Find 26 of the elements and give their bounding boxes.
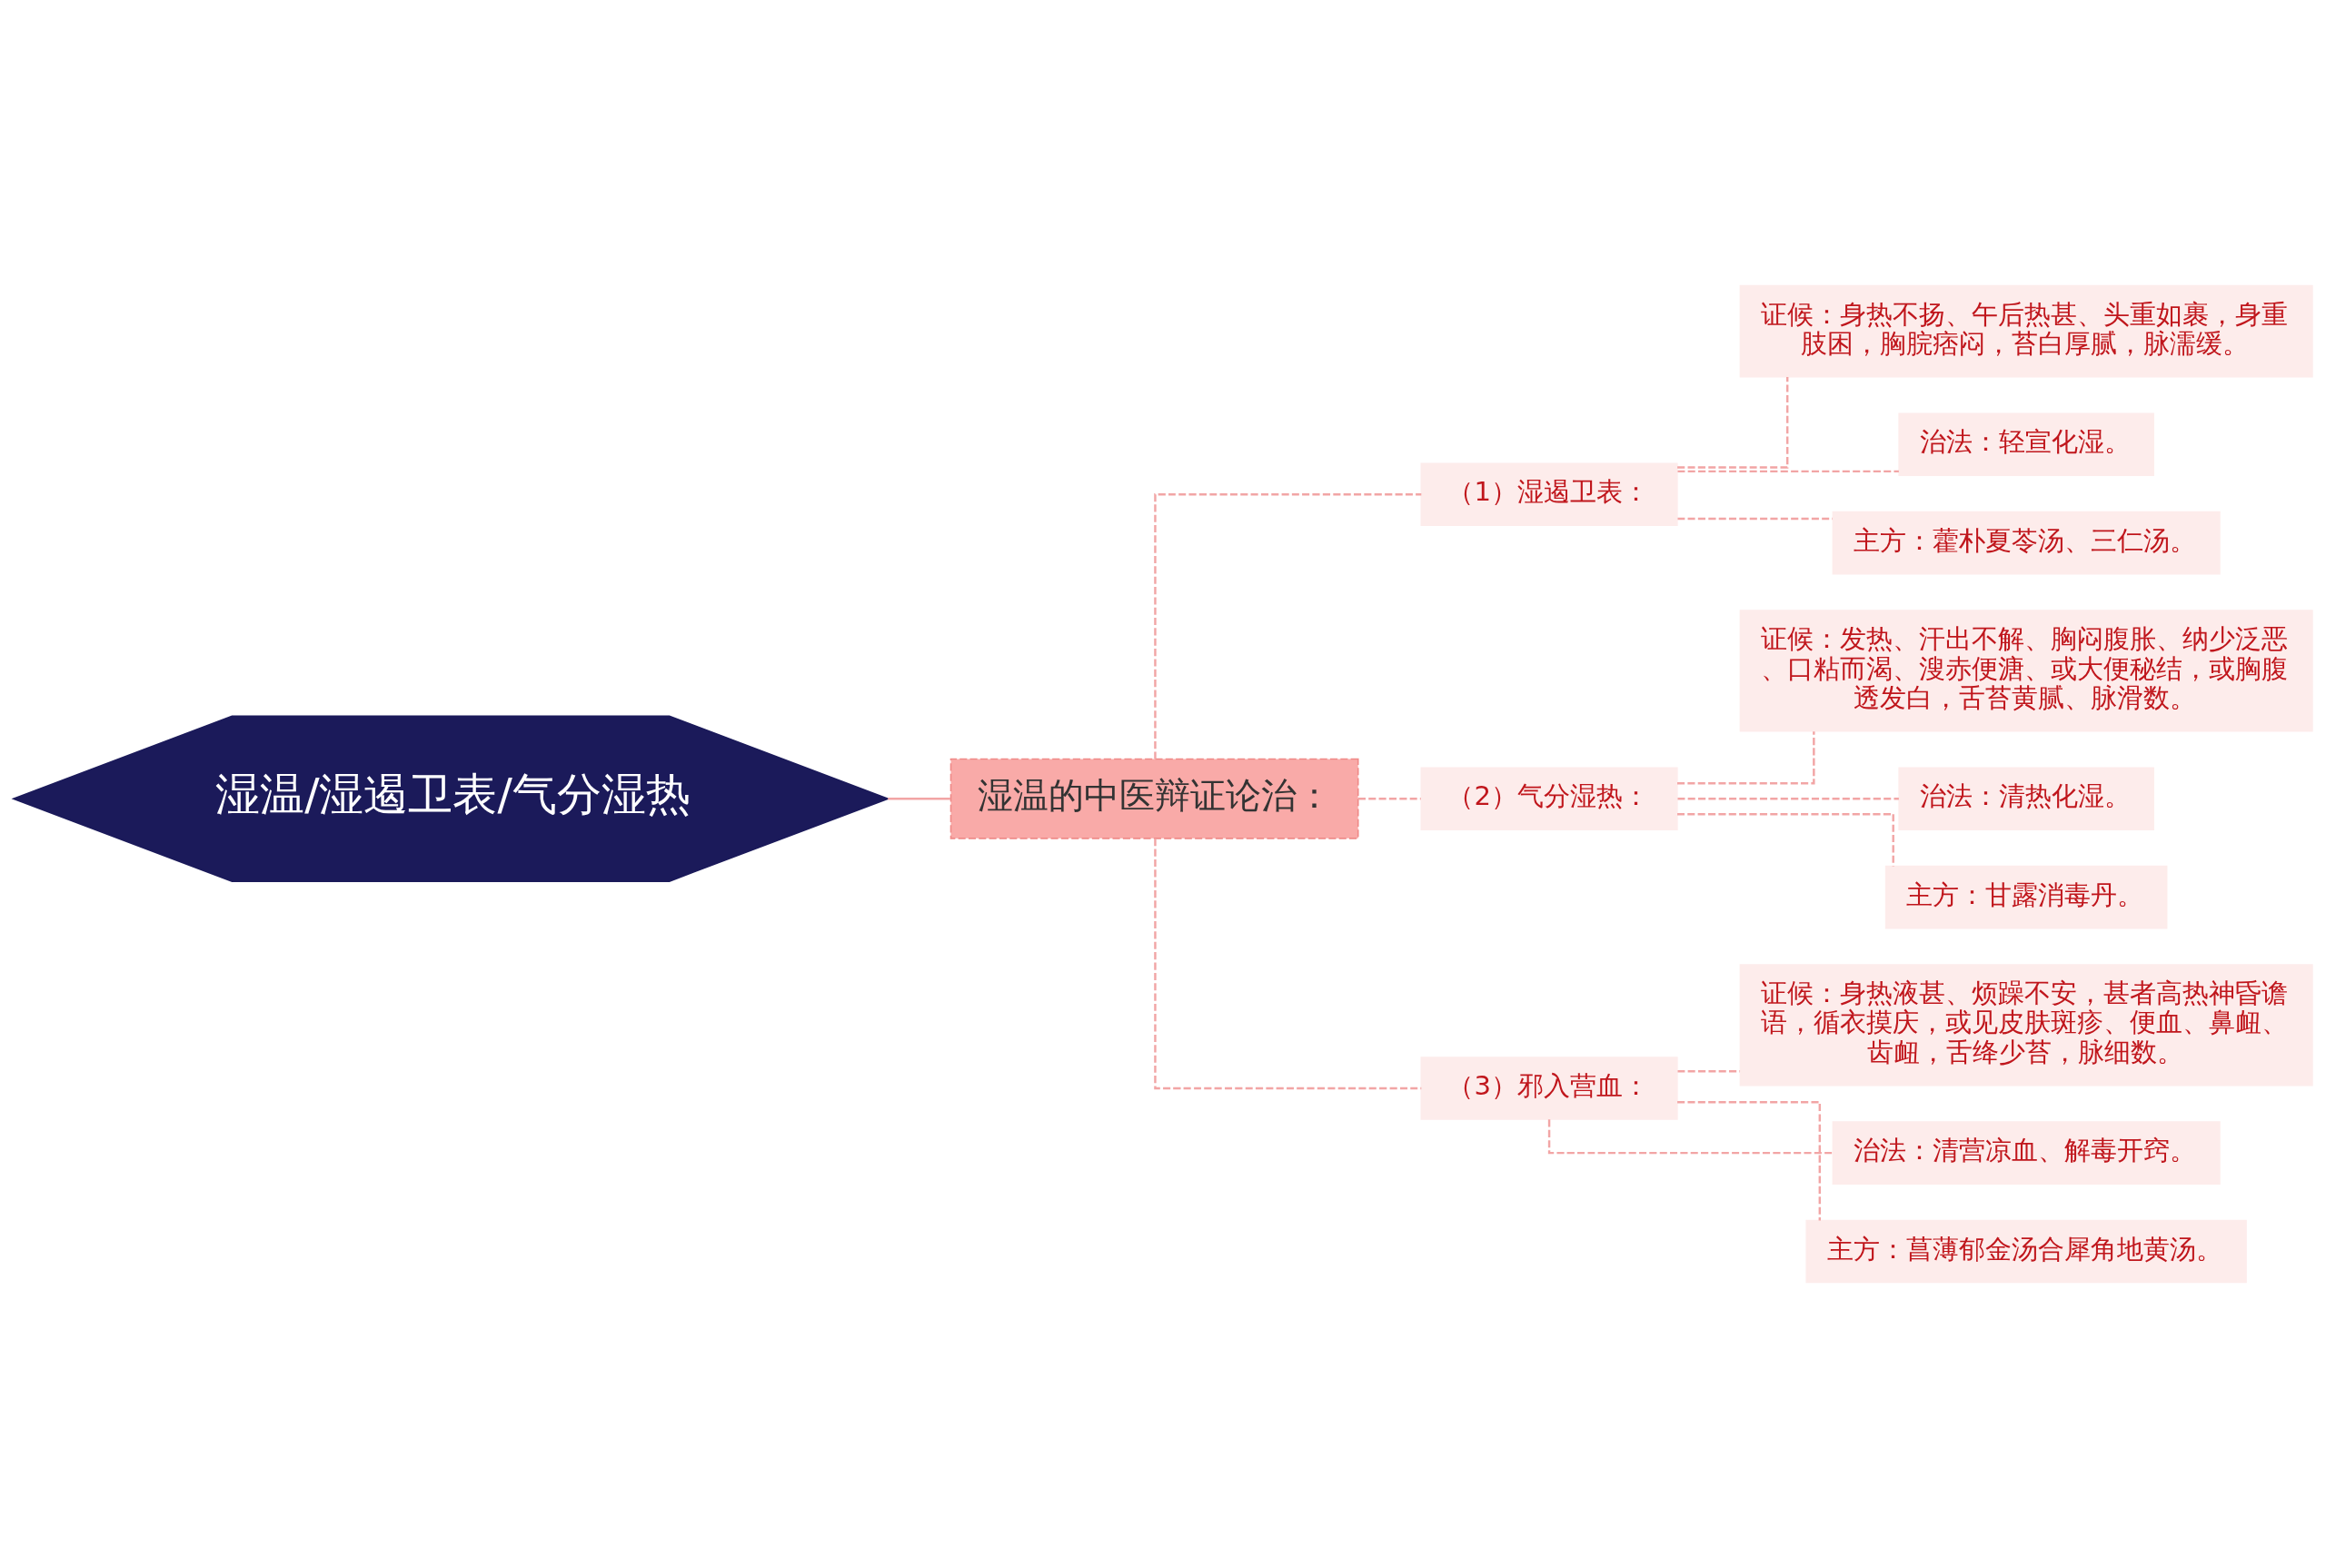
node-box: 湿温的中医辩证论治： [949,758,1359,839]
connector [1154,493,1422,759]
node-box: 证候：发热、汗出不解、胸闷腹胀、纳少泛恶、口粘而渴、溲赤便溏、或大便秘结，或胸腹透发白，舌苔黄腻、脉滑数。 [1739,610,2313,732]
connector [1154,839,1422,1090]
node-box: （3）邪入营血： [1420,1057,1678,1120]
node-box: 主方：甘露消毒丹。 [1884,865,2168,929]
node-box: 证候：身热液甚、烦躁不安，甚者高热神昏谵语，循衣摸庆，或见皮肤斑疹、便血、鼻衄、齿衄，舌绛少苔，脉细数。 [1739,964,2313,1087]
node-box: （2）气分湿热： [1420,767,1678,830]
node-box: 治法：轻宣化湿。 [1898,412,2154,476]
node-box: 主方：菖薄郁金汤合犀角地黄汤。 [1805,1219,2247,1284]
connector [1677,797,1899,800]
node-box: 治法：清营凉血、解毒开窍。 [1832,1121,2221,1185]
node-box: 主方：藿朴夏苓汤、三仁汤。 [1832,511,2221,575]
node-box: 治法：清热化湿。 [1898,767,2154,830]
node-box: （1）湿遏卫表： [1420,462,1678,527]
connector [1677,470,1899,473]
connector [888,797,951,800]
connector [1677,1070,1741,1073]
connector [1677,812,1894,867]
connector [1677,517,1833,521]
connector [1677,731,1815,785]
connector [1677,1101,1821,1221]
node-box: 证候：身热不扬、午后热甚、头重如裹，身重肢困，胸脘痞闷，苔白厚腻，脉濡缓。 [1739,284,2313,378]
connector [1677,376,1789,469]
connector [1357,797,1421,800]
connector [1547,1119,1834,1155]
